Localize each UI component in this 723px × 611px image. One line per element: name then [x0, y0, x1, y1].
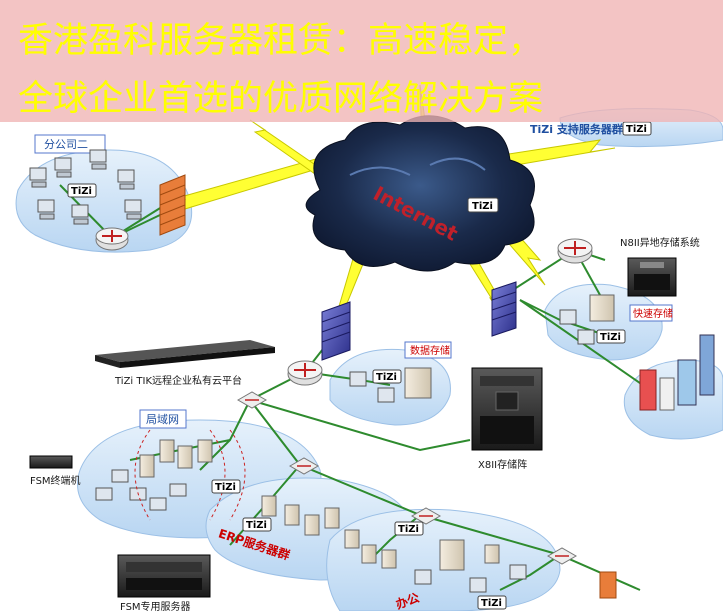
fast-storage-tag: 快速存储	[629, 304, 673, 322]
city-buildings	[639, 334, 715, 411]
svg-text:TiZi: TiZi	[481, 598, 502, 609]
x8-storage-device-icon	[471, 367, 543, 451]
svg-text:X8II存储阵: X8II存储阵	[478, 458, 527, 471]
n8-storage-label: N8II异地存储系统	[620, 236, 700, 249]
zone-fast-storage	[544, 283, 663, 361]
svg-text:快速存储: 快速存储	[633, 307, 673, 320]
x8-storage-label: X8II存储阵	[478, 458, 527, 471]
office-servers	[344, 529, 617, 599]
svg-text:分公司二: 分公司二	[44, 138, 88, 151]
tik-platform-label: TiZi TIK远程企业私有云平台	[114, 374, 242, 387]
data-storage-servers	[349, 367, 432, 403]
erp-servers	[261, 495, 340, 536]
fsm-server-device-icon	[117, 554, 211, 598]
internet-cloud	[305, 115, 535, 272]
svg-text:TiZi: TiZi	[600, 332, 621, 343]
switch-icons	[236, 391, 578, 565]
title-banner	[0, 0, 723, 122]
svg-text:TiZi: TiZi	[246, 520, 267, 531]
banner-title-line-2: 全球企业首选的优质网络解决方案	[18, 79, 544, 119]
tizi-badge-cloud: TiZi	[467, 197, 499, 213]
support-servers-label: TiZi 支持服务器群	[530, 122, 623, 136]
branch2-firewall-icon	[159, 174, 186, 236]
svg-text:TiZi: TiZi	[472, 201, 493, 212]
firewall-right-icon	[491, 281, 517, 337]
zone-data-storage	[329, 348, 451, 426]
branch2-computers	[29, 149, 142, 225]
svg-text:TiZi: TiZi	[376, 372, 397, 383]
tizi-badge-office-1: TiZi	[394, 521, 424, 536]
fsm-terminal-label: FSM终端机	[30, 474, 81, 487]
svg-text:FSM终端机: FSM终端机	[30, 474, 81, 487]
svg-text:TiZi: TiZi	[398, 524, 419, 535]
firewall-center-icon	[321, 301, 351, 361]
svg-text:N8II异地存储系统: N8II异地存储系统	[620, 236, 700, 249]
svg-text:数据存储: 数据存储	[410, 344, 450, 357]
svg-text:FSM专用服务器: FSM专用服务器	[120, 600, 191, 611]
lan-servers	[95, 439, 213, 511]
core-router-icon	[287, 360, 323, 386]
fast-storage-servers	[559, 294, 615, 345]
internet-router-icon	[557, 238, 593, 264]
lan-dashed-links	[134, 429, 246, 521]
svg-text:TiZi: TiZi	[215, 482, 236, 493]
banner-title-line-1: 香港盈科服务器租赁：高速稳定，	[18, 21, 544, 61]
svg-text:TiZi TIK远程企业私有云平台: TiZi TIK远程企业私有云平台	[114, 374, 242, 387]
tizi-badge-erp: TiZi	[242, 517, 272, 532]
tizi-badge-data: TiZi	[372, 369, 402, 384]
svg-text:TiZi: TiZi	[626, 124, 647, 135]
tizi-badge-lan: TiZi	[211, 479, 241, 494]
tizi-badge-support: TiZi	[622, 121, 652, 136]
fsm-terminal-device-icon	[29, 455, 73, 469]
svg-text:局域网: 局域网	[146, 413, 179, 426]
branch2-router-icon	[95, 227, 129, 251]
data-storage-tag: 数据存储	[404, 341, 452, 359]
branch2-label-box: 分公司二	[34, 134, 106, 154]
svg-text:TiZi 支持服务器群: TiZi 支持服务器群	[530, 122, 623, 136]
tizi-badge-fast: TiZi	[596, 329, 626, 344]
fsm-server-label: FSM专用服务器	[120, 600, 191, 611]
n8-storage-device-icon	[627, 257, 677, 297]
tizi-badge-branch2: TiZi	[67, 183, 97, 198]
tizi-badge-office-2: TiZi	[477, 595, 507, 610]
lan-tag: 局域网	[139, 409, 187, 429]
tik-rack-server-icon	[95, 340, 275, 368]
svg-text:TiZi: TiZi	[71, 186, 92, 197]
